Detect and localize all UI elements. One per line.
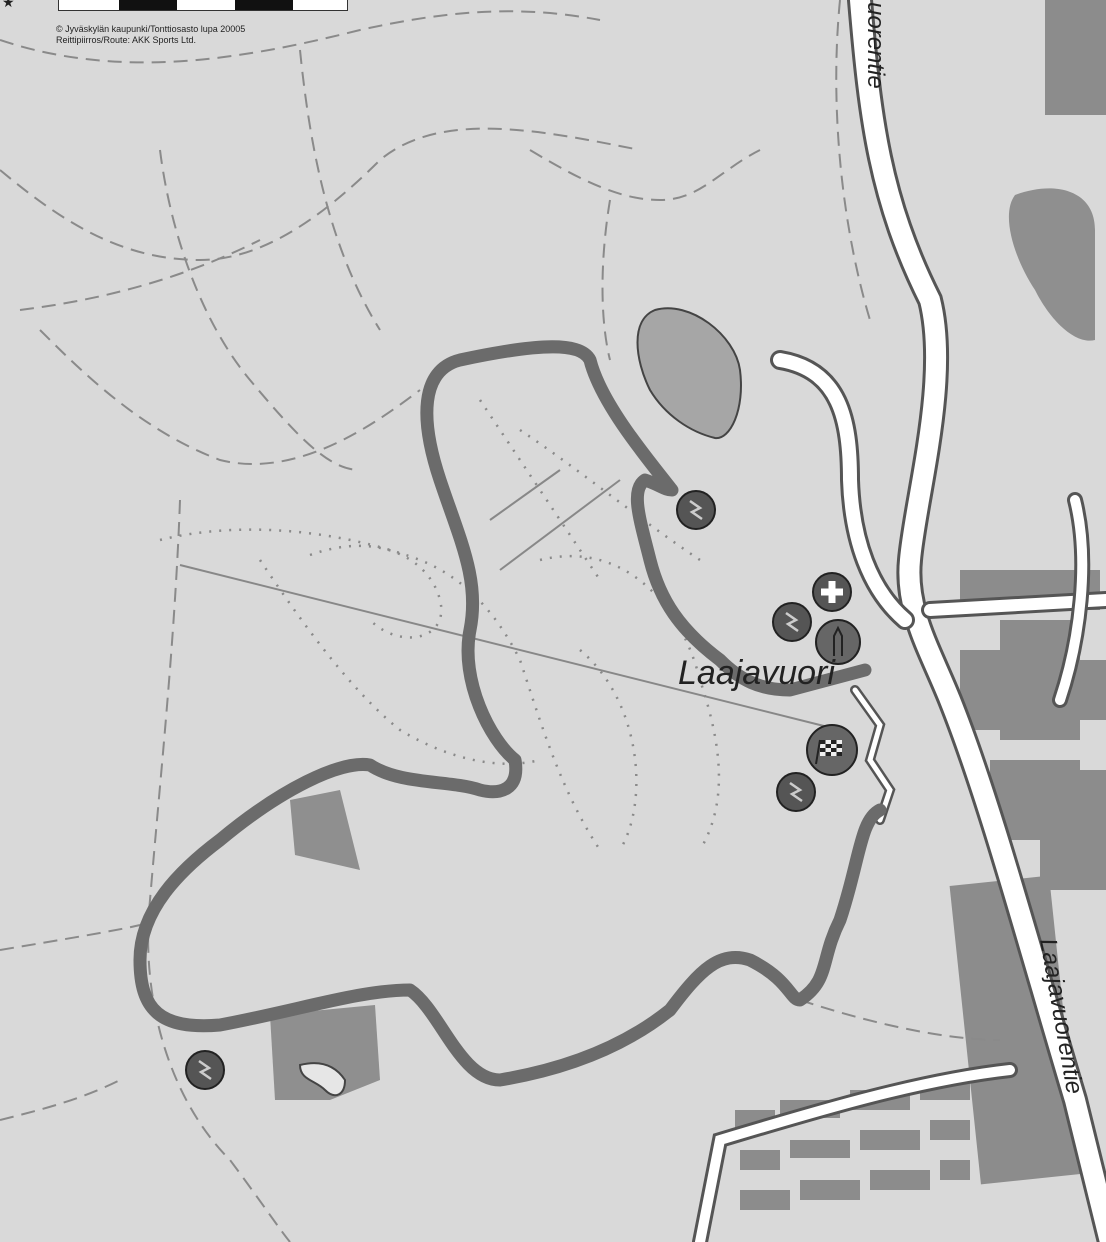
service-park-icon (815, 619, 861, 665)
waypoint-icon (676, 490, 716, 530)
rally-route (133, 340, 887, 1087)
roads (692, 0, 1106, 1242)
finish-flag-icon (806, 724, 858, 776)
area-label: Laajavuori (678, 654, 836, 692)
waypoint-icon (776, 772, 816, 812)
copyright-line-1: © Jyväskylän kaupunki/Tonttiosasto lupa … (56, 24, 246, 34)
trails (0, 0, 1001, 1242)
ski-lifts (179, 469, 841, 731)
copyright-line-2: Reittipiirros/Route: AKK Sports Ltd. (56, 35, 197, 45)
route-icons (185, 490, 861, 1090)
buildings (735, 0, 1106, 1210)
road-label-north: uorentie (862, 2, 889, 89)
water-bodies (270, 188, 1095, 1100)
first-aid-icon (812, 572, 852, 612)
ski-trails (159, 399, 721, 851)
waypoint-icon (185, 1050, 225, 1090)
scale-bar (58, 0, 348, 11)
copyright-text: © Jyväskylän kaupunki/Tonttiosasto lupa … (56, 24, 245, 46)
waypoint-icon (772, 602, 812, 642)
north-arrow-icon: ★ (2, 0, 15, 10)
